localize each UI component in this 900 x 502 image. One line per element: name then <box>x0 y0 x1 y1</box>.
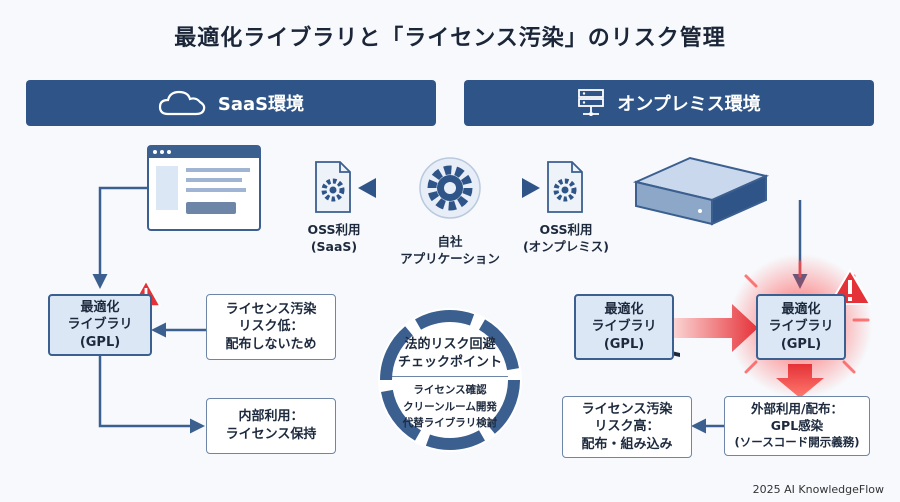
onprem-header: オンプレミス環境 <box>464 80 874 126</box>
browser-window-icon <box>147 145 261 231</box>
gear-icon <box>419 157 481 219</box>
onprem-risk-high-box: ライセンス汚染 リスク高： 配布・組み込み <box>562 396 692 458</box>
oss-saas-label: OSS利用 (SaaS) <box>307 222 361 254</box>
saas-internal-use-box: 内部利用： ライセンス保持 <box>206 398 336 454</box>
onprem-external-use-box: 外部利用/配布： GPL感染 (ソースコード開示義務) <box>724 396 870 456</box>
checkpoint-text: 法的リスク回避 チェックポイント ライセンス確認 クリーンルーム開発 代替ライブ… <box>386 336 514 431</box>
infection-arrow <box>674 304 758 352</box>
saas-header-label: SaaS環境 <box>217 94 305 115</box>
checkpoint-title-line1: 法的リスク回避 <box>404 337 496 352</box>
own-app-label: 自社 アプリケーション <box>400 234 500 266</box>
saas-risk-low-box: ライセンス汚染 リスク低： 配布しないため <box>206 294 336 360</box>
oss-document-icon-onprem <box>547 161 583 213</box>
checkpoint-item: 代替ライブラリ検討 <box>402 416 498 429</box>
credit-text: 2025 AI KnowledgeFlow <box>752 483 884 496</box>
infection-arrow-down <box>776 364 824 398</box>
saas-header: SaaS環境 <box>26 80 436 126</box>
checkpoint-item: ライセンス確認 <box>413 384 487 397</box>
checkpoint-title-line2: チェックポイント <box>392 354 508 378</box>
onprem-library-infected-box: 最適化 ライブラリ (GPL) <box>756 294 846 360</box>
checkpoint-item: クリーンルーム開発 <box>403 400 497 413</box>
server-icon <box>578 89 605 116</box>
oss-document-icon-saas <box>315 161 351 213</box>
onprem-header-label: オンプレミス環境 <box>617 94 761 115</box>
saas-library-box: 最適化 ライブラリ (GPL) <box>48 294 152 356</box>
onprem-library-source-box: 最適化 ライブラリ (GPL) <box>574 294 674 360</box>
oss-onprem-label: OSS利用 (オンプレミス) <box>522 222 610 254</box>
checkpoint-ring <box>378 308 522 452</box>
server-box-icon <box>632 156 770 357</box>
page-title: 最適化ライブラリと「ライセンス汚染」のリスク管理 <box>174 26 726 51</box>
cloud-icon <box>158 90 206 116</box>
